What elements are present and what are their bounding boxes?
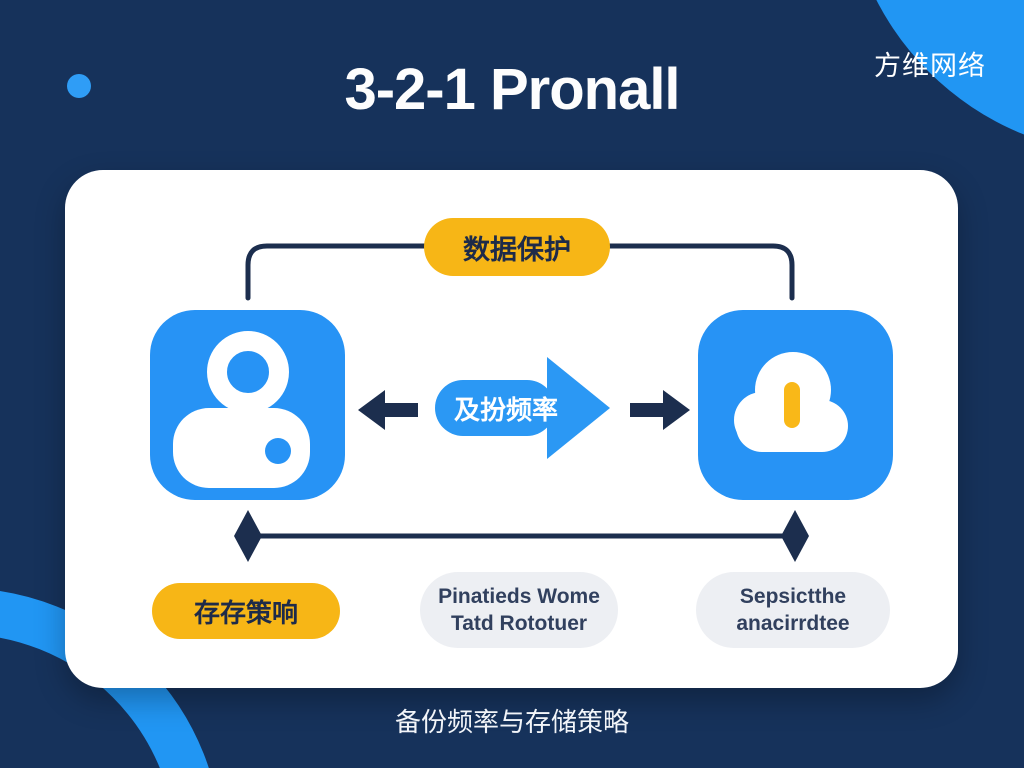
security-note-line1: Sepsictthe	[739, 585, 847, 608]
frequency-note-line2: Tatd Rototuer	[450, 612, 588, 635]
slide-caption: 备份频率与存储策略	[394, 707, 629, 737]
security-note-line2: anacirrdtee	[736, 612, 850, 635]
flow-arrow-label: 及扮频率	[453, 394, 558, 425]
brand-watermark: 方维网络	[874, 51, 986, 81]
data-protection-label: 数据保护	[463, 234, 571, 265]
user-icon	[173, 331, 310, 488]
security-note-pill: Sepsictthe anacirrdtee	[696, 572, 890, 648]
cloud-upload-icon	[734, 352, 848, 452]
frequency-note-pill: Pinatieds Wome Tatd Rototuer	[420, 572, 618, 648]
data-protection-pill: 数据保护	[424, 218, 610, 276]
storage-strategy-pill: 存存策响	[152, 583, 340, 639]
flow-arrow-shape	[435, 357, 610, 459]
top-left-dot-decoration	[67, 74, 91, 98]
frequency-note-line1: Pinatieds Wome	[438, 585, 600, 608]
cloud-backup-node	[698, 310, 893, 500]
page-title: 3-2-1 Pronall	[344, 57, 680, 122]
local-user-node	[150, 310, 345, 500]
storage-strategy-label: 存存策响	[193, 597, 298, 628]
